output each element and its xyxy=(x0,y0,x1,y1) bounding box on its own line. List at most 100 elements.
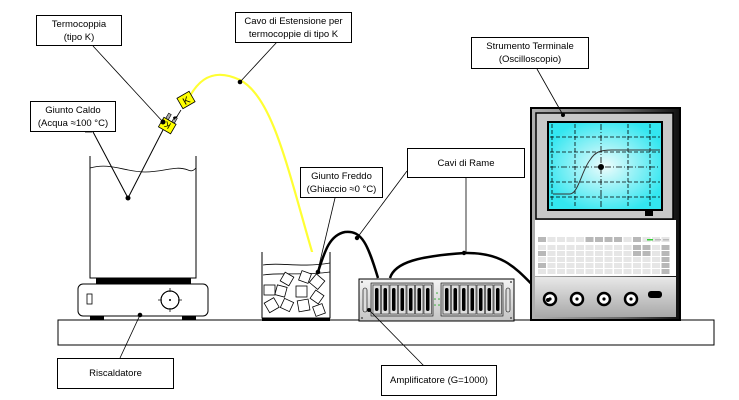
keyboard-key xyxy=(623,257,632,262)
keyboard-key xyxy=(576,251,584,256)
keyboard-key xyxy=(623,251,632,256)
heater-switch[interactable] xyxy=(86,293,93,305)
hot-water-beaker xyxy=(89,156,197,279)
keyboard-key xyxy=(595,263,603,268)
amp-slot-handle xyxy=(426,288,430,311)
keyboard-key xyxy=(576,263,584,268)
amp-slot-handle xyxy=(375,288,379,311)
bnc-connector-icon[interactable] xyxy=(623,291,639,307)
keyboard-key xyxy=(585,245,594,250)
keyboard-key xyxy=(642,269,651,274)
keyboard-key xyxy=(595,237,603,242)
keyboard-key xyxy=(538,269,546,274)
keyboard-key xyxy=(614,257,622,262)
amp-slot-handle xyxy=(453,288,457,311)
keyboard-key xyxy=(642,245,651,250)
keyboard-key xyxy=(557,257,565,262)
amp-slot-handle xyxy=(487,288,491,311)
keyboard-key xyxy=(652,269,660,274)
keyboard-key xyxy=(585,251,594,256)
keyboard-key xyxy=(633,263,641,268)
keyboard-key xyxy=(538,237,546,242)
label-giunto-freddo: Giunto Freddo (Ghiaccio ≈0 °C) xyxy=(300,167,383,198)
extension-cable xyxy=(189,73,320,273)
keyboard-key xyxy=(538,251,546,256)
keyboard-key xyxy=(595,245,603,250)
keyboard-key xyxy=(614,263,622,268)
bnc-connector-icon[interactable] xyxy=(569,291,585,307)
keyboard-key xyxy=(566,263,575,268)
keyboard-key xyxy=(557,263,565,268)
label-cavo-estensione: Cavo di Estensione per termocoppie di ti… xyxy=(235,12,352,43)
keyboard-key xyxy=(557,269,565,274)
keyboard-key xyxy=(614,237,622,242)
ice-beaker xyxy=(261,252,331,321)
keyboard-key xyxy=(604,237,613,242)
keyboard-key xyxy=(604,245,613,250)
keyboard-key xyxy=(585,237,594,242)
amp-slot-handle xyxy=(392,288,396,311)
keyboard-key xyxy=(585,263,594,268)
heater-knob-icon[interactable] xyxy=(158,288,182,312)
amp-slot-handle xyxy=(417,288,421,311)
keyboard-key xyxy=(557,237,565,242)
label-termocoppia: Termocoppia (tipo K) xyxy=(36,15,122,46)
keyboard-key xyxy=(661,245,670,250)
keyboard-key xyxy=(566,245,575,250)
signal-trace xyxy=(553,149,660,195)
keyboard-key xyxy=(661,251,670,256)
heater-foot xyxy=(90,314,104,320)
keyboard-key xyxy=(652,245,660,250)
heater-foot xyxy=(182,314,196,320)
keyboard-key xyxy=(604,269,613,274)
table xyxy=(57,319,715,346)
label-riscaldatore: Riscaldatore xyxy=(57,358,174,389)
amp-slot-handle xyxy=(400,288,404,311)
keyboard-key xyxy=(585,269,594,274)
keyboard-key xyxy=(538,257,546,262)
led-indicator xyxy=(647,239,653,241)
keyboard-key xyxy=(547,237,556,242)
keyboard-key xyxy=(661,263,670,268)
keyboard-key xyxy=(576,245,584,250)
keyboard-key xyxy=(547,245,556,250)
keyboard-key xyxy=(652,263,660,268)
keyboard-key xyxy=(661,257,670,262)
keyboard-key xyxy=(623,269,632,274)
keyboard-key xyxy=(547,251,556,256)
amp-slot-handle xyxy=(462,288,466,311)
keyboard-key xyxy=(642,237,651,242)
hotplate xyxy=(96,278,191,284)
keyboard-key xyxy=(633,251,641,256)
keyboard-key xyxy=(661,269,670,274)
keyboard-key xyxy=(623,237,632,242)
female-connector: K xyxy=(176,90,196,110)
keyboard-key xyxy=(547,269,556,274)
keyboard-key xyxy=(557,245,565,250)
amp-slot-handle xyxy=(445,288,449,311)
keyboard-key xyxy=(595,269,603,274)
keyboard-key xyxy=(547,257,556,262)
bnc-connector-icon[interactable] xyxy=(542,291,558,307)
label-strumento: Strumento Terminale (Oscilloscopio) xyxy=(471,37,589,69)
keyboard-key xyxy=(566,269,575,274)
keyboard-key xyxy=(642,263,651,268)
keyboard-key xyxy=(642,257,651,262)
amplifier xyxy=(358,278,515,322)
water-surface xyxy=(89,165,197,173)
keyboard-key xyxy=(566,257,575,262)
keyboard-key xyxy=(595,257,603,262)
keyboard-key xyxy=(604,257,613,262)
amp-slot-handle xyxy=(383,288,387,311)
keyboard-key xyxy=(604,251,613,256)
connector-letter: K xyxy=(181,95,193,108)
bnc-connector-icon[interactable] xyxy=(596,291,612,307)
hot-junction xyxy=(125,195,131,201)
amp-slot-handle xyxy=(479,288,483,311)
keyboard-key xyxy=(576,257,584,262)
keyboard-key xyxy=(604,263,613,268)
connector-letter: K xyxy=(162,119,172,131)
keyboard-key xyxy=(633,245,641,250)
label-amplificatore: Amplificatore (G=1000) xyxy=(381,365,497,396)
